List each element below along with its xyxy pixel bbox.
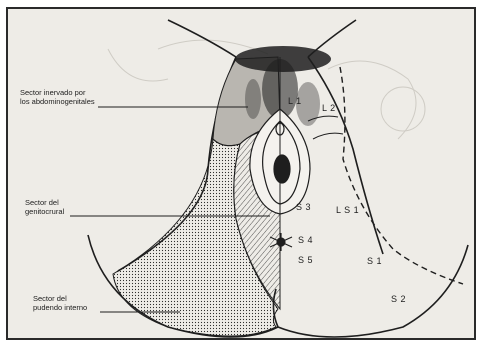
segment-s1: S 1	[367, 256, 382, 266]
label-pudendo-line2: pudendo interno	[33, 303, 87, 312]
segment-ls1: L S 1	[336, 205, 359, 215]
label-genitocrural-line1: Sector del	[25, 198, 64, 207]
segment-s4: S 4	[298, 235, 313, 245]
segment-s5: S 5	[298, 255, 313, 265]
segment-l1: L 1	[288, 96, 302, 106]
label-genitocrural-line2: genitocrural	[25, 207, 64, 216]
segment-s2: S 2	[391, 294, 406, 304]
label-abdominogenital-line1: Sector inervado por	[20, 88, 95, 97]
segment-s3: S 3	[296, 202, 311, 212]
dashed-boundary	[340, 67, 463, 284]
label-pudendo: Sector del pudendo interno	[33, 294, 87, 312]
label-genitocrural: Sector del genitocrural	[25, 198, 64, 216]
figure-frame: Sector inervado por los abdominogenitale…	[6, 7, 476, 340]
label-pudendo-line1: Sector del	[33, 294, 87, 303]
segment-l2: L 2	[322, 103, 336, 113]
label-abdominogenital: Sector inervado por los abdominogenitale…	[20, 88, 95, 106]
l2-boundary	[313, 133, 343, 139]
perineum-diagram	[8, 9, 476, 340]
label-abdominogenital-line2: los abdominogenitales	[20, 97, 95, 106]
